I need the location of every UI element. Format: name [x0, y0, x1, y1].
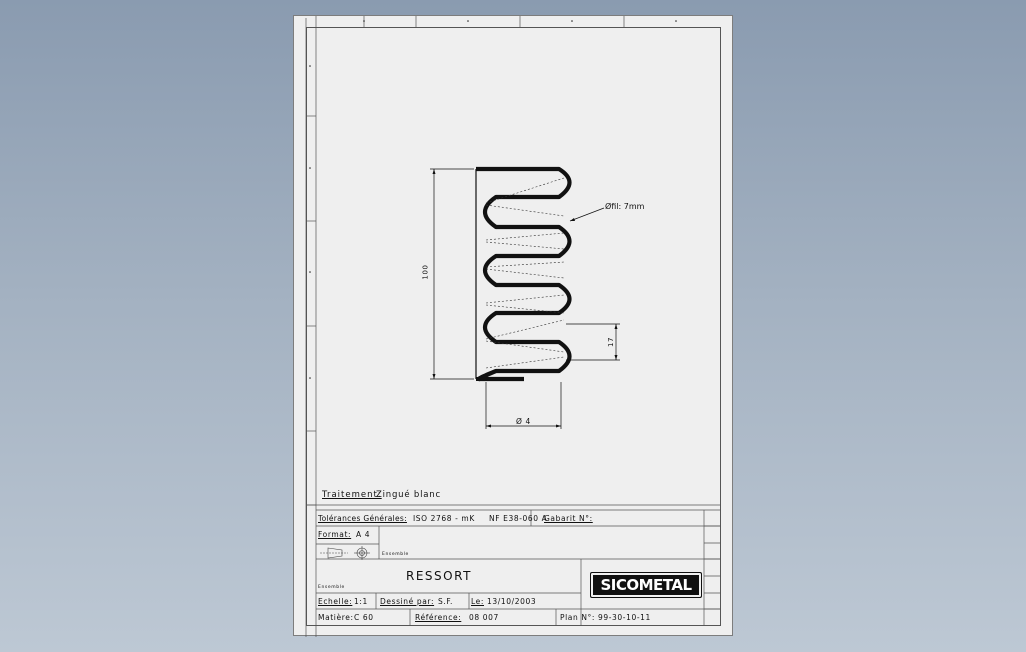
wire-leader-arrow	[570, 218, 575, 221]
small-note-2: Ensemble	[318, 585, 345, 590]
scale-value: 1:1	[354, 597, 368, 606]
small-note-1: Ensemble	[382, 552, 409, 557]
treatment-label: Traitement:	[322, 490, 382, 500]
dim-pitch-lines	[566, 323, 620, 361]
format-label: Format:	[318, 530, 352, 539]
part-name: RESSORT	[406, 569, 472, 583]
date-value: 13/10/2003	[487, 597, 537, 606]
date-label: Le:	[471, 597, 484, 606]
treatment-value: Zingué blanc	[376, 490, 441, 500]
tolerances-iso: ISO 2768 - mK	[413, 514, 475, 523]
format-value: A 4	[356, 530, 371, 539]
projection-symbol-icon	[320, 546, 370, 560]
gabarit-label: Gabarit N°:	[544, 514, 593, 523]
reference-label: Référence:	[415, 613, 462, 622]
dim-wire-text: Øfil: 7mm	[605, 202, 645, 211]
drawn-by-label: Dessiné par:	[380, 597, 435, 606]
dim-pitch-text: 17	[607, 336, 616, 348]
drawn-by-value: S.F.	[438, 597, 454, 606]
dim-diameter-lines	[485, 382, 562, 429]
dim-diameter-text: Ø 4	[516, 417, 531, 426]
technical-drawing	[305, 16, 721, 637]
material-value: C 60	[354, 613, 374, 622]
zone-dots	[309, 20, 677, 379]
tolerances-label: Tolérances Générales:	[318, 514, 407, 523]
plan-value: 99-30-10-11	[598, 613, 651, 622]
title-block-lines	[306, 504, 721, 626]
reference-value: 08 007	[469, 613, 499, 622]
company-logo: SICOMETAL	[590, 572, 702, 598]
drawing-sheet: 100 Øfil: 7mm 17 Ø 4 Traitement: Zingué …	[293, 15, 733, 637]
hidden-coil-lines	[485, 177, 565, 369]
material-label: Matière:	[318, 613, 354, 622]
sheet-frame	[306, 27, 721, 626]
scale-label: Echelle:	[318, 597, 353, 606]
tolerances-nf: NF E38-060 A	[489, 514, 548, 523]
plan-label: Plan N°:	[560, 613, 596, 622]
dim-height-lines	[430, 168, 474, 380]
zone-marks	[305, 16, 625, 637]
wire-leader	[569, 207, 605, 222]
spring-outline	[476, 166, 572, 382]
dim-height-text: 100	[421, 264, 430, 280]
